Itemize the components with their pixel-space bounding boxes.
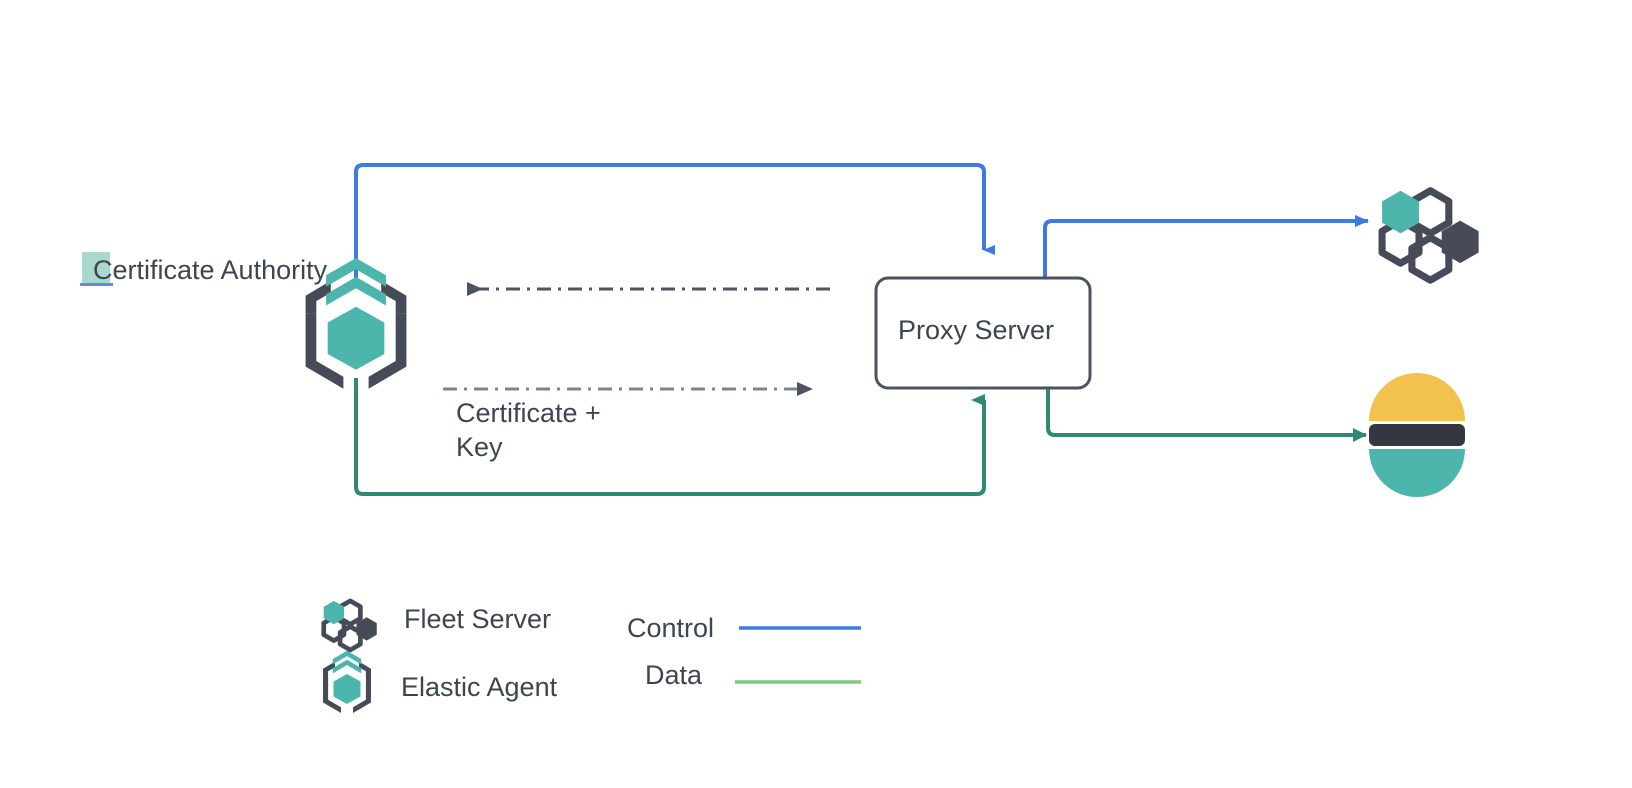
legend-item-label-fleet-server: Fleet Server	[404, 604, 552, 634]
legend-line-label-control: Control	[627, 613, 715, 643]
edge-agent-to-proxy-data	[354, 378, 986, 496]
elasticsearch-bar	[1369, 424, 1465, 446]
legend-elastic-agent-icon	[323, 650, 371, 713]
legend-item-label-elastic-agent: Elastic Agent	[401, 672, 558, 702]
certificate-authority-label: Certificate Authority	[93, 255, 328, 285]
legend-fleet-server-icon	[321, 598, 377, 653]
edge-proxy-to-elasticsearch-data	[1046, 388, 1367, 442]
certificate-authority-highlight	[82, 252, 110, 283]
elasticsearch-bottom-arc	[1369, 449, 1465, 497]
proxy-server-label: Proxy Server	[898, 315, 1055, 345]
legend-line-label-data: Data	[645, 660, 703, 690]
certificate-key-edge-label: Certificate + Key	[456, 398, 601, 462]
elasticsearch-icon	[1369, 373, 1465, 497]
fleet-server-icon	[1378, 187, 1479, 284]
edge-proxy-to-fleet-control	[1043, 215, 1369, 278]
certificate-authority-underline	[80, 283, 113, 286]
elastic-agent-icon	[305, 257, 407, 389]
proxy-server-box[interactable]	[874, 276, 1092, 390]
elasticsearch-top-arc	[1369, 373, 1465, 421]
edge-agent-to-proxy-control	[354, 163, 995, 284]
